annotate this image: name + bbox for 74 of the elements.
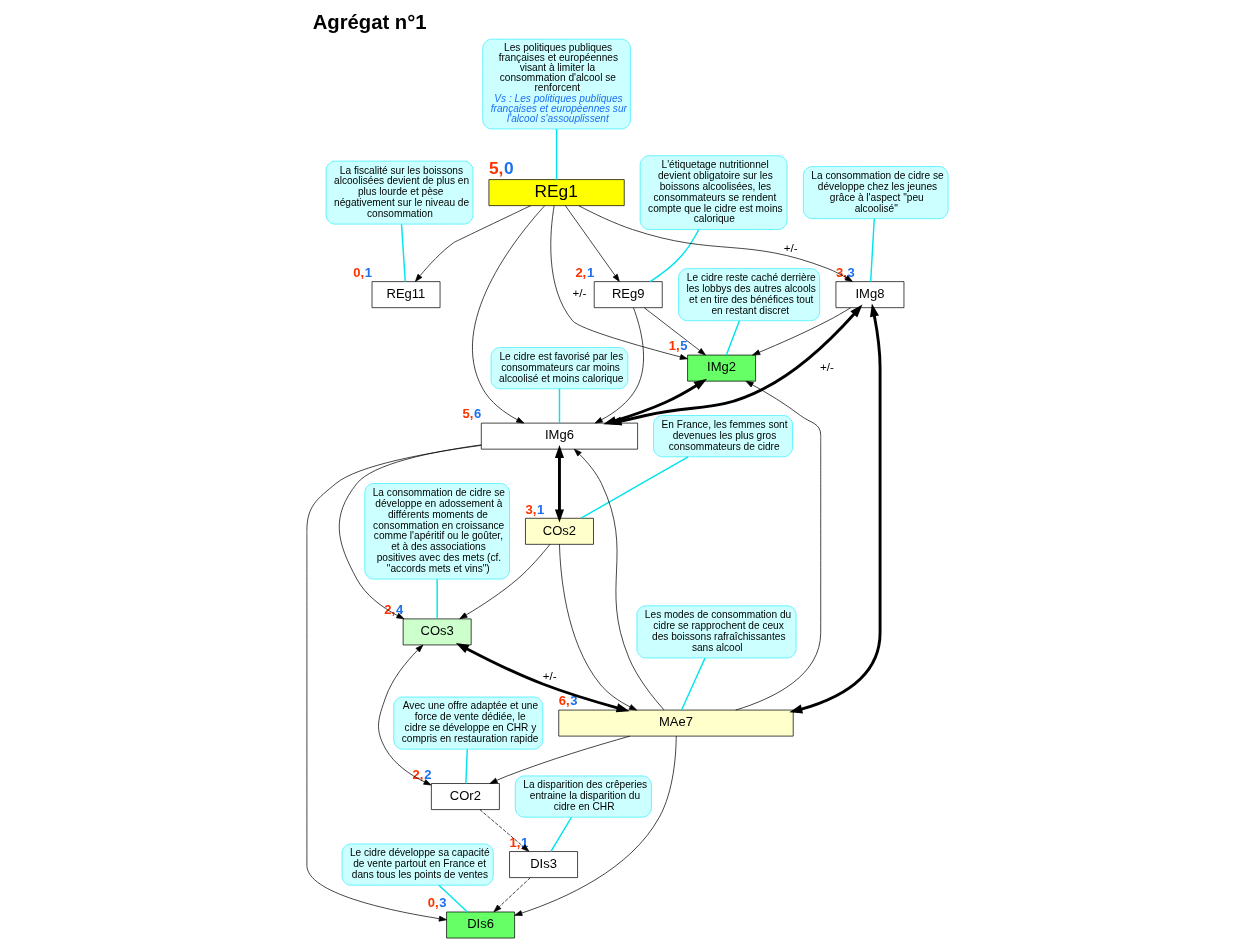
node-label: 0,1 (352, 264, 372, 280)
node-box: La consommation de cidre se développe en adossement à différents moments de consommation en croissance comme l'apéritif ou le goûter, et à des associations positives avec des mets (cf. "accords mets et vins") (363, 483, 510, 580)
node-box: En France, les femmes sont devenues les plus gros consommateurs de cidre (652, 415, 793, 458)
connector (558, 388, 560, 424)
arrow (734, 380, 821, 711)
node-box: L'étiquetage nutritionnel devient obligatoire sur les boissons alcoolisées, les consommateurs se rendent compte que le cidre est moins calorique (639, 155, 787, 230)
connector (435, 578, 438, 620)
edge-label: +/- (571, 287, 586, 300)
arrow (788, 303, 882, 714)
node-box: Le cidre est favorisé par les consommateurs car moins alcoolisé et moins calorique (490, 347, 628, 390)
arrow (643, 307, 706, 356)
edge-label: +/- (819, 360, 834, 373)
edge-label: +/- (542, 670, 557, 683)
diagram-title: Agrégat n°1 (312, 11, 427, 34)
node-box: La fiscalité sur les boissons alcoolisées devient de plus en plus lourde et pèse négativement sur le niveau de consommation (325, 160, 473, 225)
arrow (751, 307, 851, 356)
node-label: 3,1 (524, 501, 544, 517)
node-box: La consommation de cidre se développe chez les jeunes grâce à l'aspect "peu alcoolisé" (802, 166, 948, 220)
node-label: 5,6 (461, 406, 481, 422)
node-box: COr2 (430, 783, 500, 810)
node-label: 6,3 (558, 693, 578, 709)
node-box: DIs3 (508, 851, 578, 878)
node-box: IMg8 (835, 281, 904, 309)
node-box: IMg2 (686, 354, 756, 382)
node-label: 1,5 (668, 338, 688, 354)
node-box: MAe7 (557, 709, 794, 737)
node-label: 2,1 (574, 264, 594, 280)
node-box: REg11 (371, 281, 440, 309)
arrow (549, 205, 688, 360)
arrow (458, 544, 550, 620)
node-box: REg9 (593, 281, 663, 309)
node-box: COs2 (524, 517, 594, 545)
arrow (554, 444, 564, 523)
node-box: Le cidre reste caché derrière les lobbys des autres alcools et en tire des bénéfices tout en restant discret (677, 268, 820, 322)
edge-label: +/- (783, 241, 798, 254)
arrow (414, 205, 531, 282)
connector (464, 748, 468, 785)
connector (400, 223, 406, 283)
connector (869, 218, 875, 283)
connector (725, 320, 740, 356)
arrow (564, 205, 620, 282)
arrow (306, 445, 481, 922)
node-box: REg1 (488, 179, 625, 206)
node-box: COs3 (402, 618, 472, 646)
arrow (573, 448, 664, 711)
connector (648, 229, 699, 283)
node-box: Les modes de consommation du cidre se rapprochent de ceux des boissons rafraîchissantes sans alcool (636, 605, 796, 659)
connector (549, 816, 572, 853)
node-label: 2,4 (383, 602, 403, 618)
node-label: 5,0 (488, 157, 514, 178)
node-label: 1,1 (509, 834, 528, 850)
node-box: Les politiques publiques françaises et européennes visant à limiter la consommation d'alcool se renforcent Vs : Les politiques publiques françaises et européennes sur l'alcool s'assouplissent (481, 38, 631, 130)
connector (555, 128, 557, 181)
arrow (377, 644, 432, 786)
node-box: DIs6 (445, 911, 515, 939)
node-label: 3,3 (835, 264, 855, 280)
arrow (455, 642, 630, 713)
arrow (608, 304, 862, 426)
arrow (471, 205, 545, 424)
node-box: Le cidre développe sa capacité de vente partout en France et dans tous les points de ventes (341, 843, 494, 886)
arrow (578, 205, 853, 282)
connector (579, 456, 689, 519)
node-label: 0,3 (427, 895, 447, 911)
arrow (489, 735, 630, 784)
arrow (479, 809, 529, 852)
arrow (558, 544, 637, 711)
arrow (493, 877, 531, 913)
connector (437, 884, 468, 913)
arrow (338, 444, 482, 620)
node-box: IMg6 (480, 422, 638, 450)
connector (680, 657, 706, 711)
node-box: La disparition des crêperies entraine la disparition du cidre en CHR (514, 775, 652, 818)
node-box: Avec une offre adaptée et une force de vente dédiée, le cidre se développe en CHR y compris en restauration rapide (392, 696, 543, 750)
node-label: 2,2 (412, 766, 431, 782)
